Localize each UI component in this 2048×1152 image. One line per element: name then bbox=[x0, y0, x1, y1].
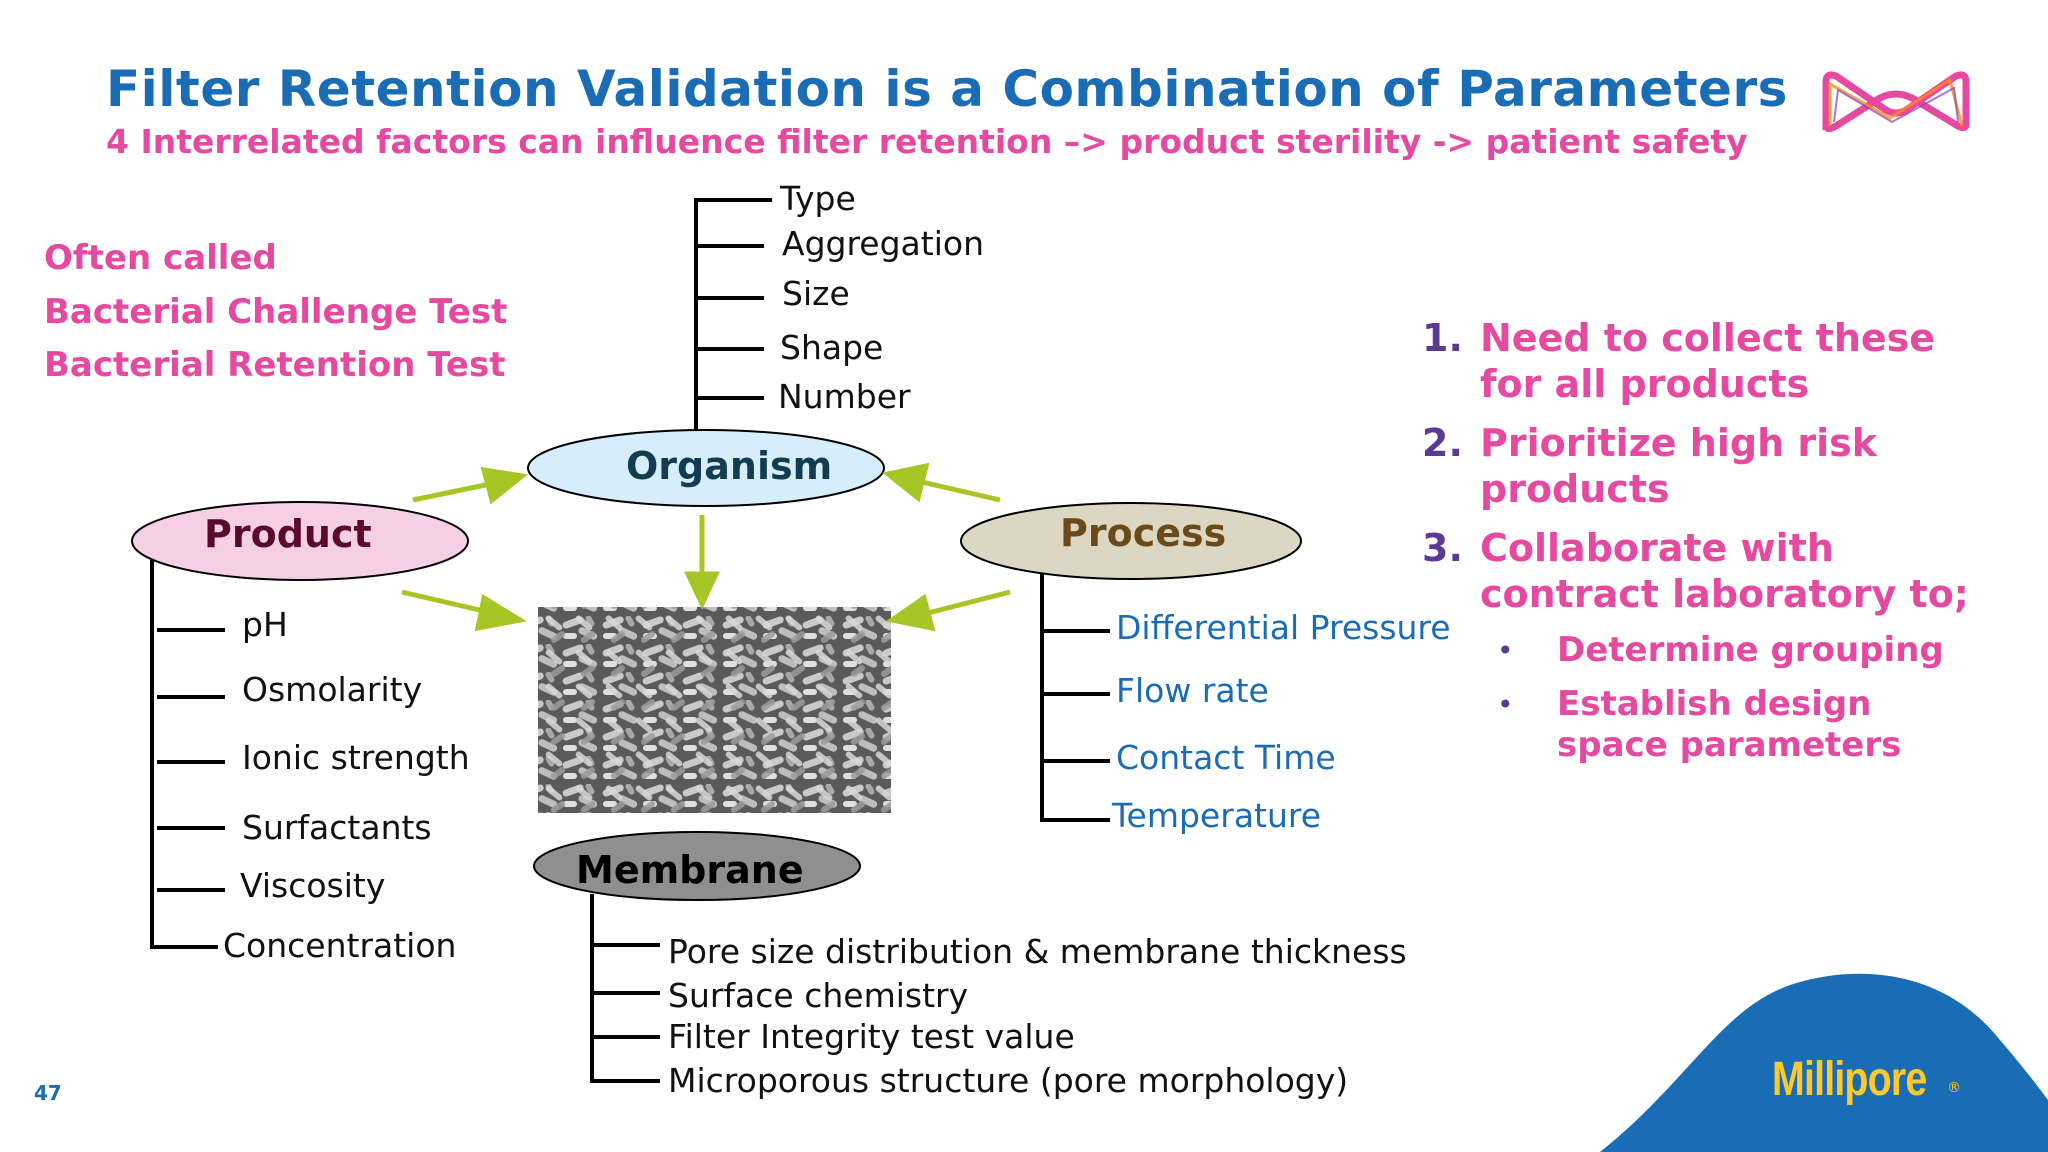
membrane-item: Microporous structure (pore morphology) bbox=[668, 1061, 1349, 1100]
list-item-text: contract laboratory to; bbox=[1480, 572, 1969, 616]
organism-item: Number bbox=[778, 377, 911, 416]
bullet-text: space parameters bbox=[1557, 725, 1902, 765]
process-item: Differential Pressure bbox=[1116, 608, 1451, 647]
organism-item: Aggregation bbox=[782, 224, 984, 263]
list-item-text: Prioritize high risk bbox=[1480, 421, 1878, 465]
process-ellipse bbox=[960, 502, 1302, 580]
product-item: Surfactants bbox=[242, 808, 432, 847]
bullet-marker: • bbox=[1497, 634, 1514, 667]
list-number: 3. bbox=[1422, 526, 1463, 570]
often-called-label: Often called bbox=[44, 238, 277, 278]
list-item-text: products bbox=[1480, 467, 1670, 511]
organism-item: Shape bbox=[780, 328, 884, 367]
bullet-text: Determine grouping bbox=[1557, 630, 1944, 670]
slide-title: Filter Retention Validation is a Combina… bbox=[106, 60, 1788, 118]
membrane-item: Pore size distribution & membrane thickn… bbox=[668, 932, 1407, 971]
product-label: Product bbox=[204, 512, 372, 556]
membrane-ellipse bbox=[533, 831, 861, 901]
product-item: Osmolarity bbox=[242, 670, 423, 709]
slide-subtitle: 4 Interrelated factors can influence fil… bbox=[106, 122, 1748, 161]
process-item: Contact Time bbox=[1116, 738, 1336, 777]
product-item: Concentration bbox=[223, 926, 457, 965]
brand-name: Millipore bbox=[1772, 1053, 1927, 1106]
organism-tree bbox=[694, 198, 772, 432]
process-item: Flow rate bbox=[1116, 671, 1269, 710]
brand-registered-mark: ® bbox=[1947, 1080, 1961, 1096]
list-item-text: Collaborate with bbox=[1480, 526, 1834, 570]
list-number: 2. bbox=[1422, 421, 1463, 465]
product-item: Viscosity bbox=[240, 866, 386, 905]
process-item: Temperature bbox=[1112, 796, 1322, 835]
organism-item: Size bbox=[782, 274, 850, 313]
alias-bacterial-challenge: Bacterial Challenge Test bbox=[44, 292, 508, 332]
list-number: 1. bbox=[1422, 316, 1463, 360]
alias-bacterial-retention: Bacterial Retention Test bbox=[44, 345, 506, 385]
membrane-label: Membrane bbox=[576, 848, 804, 892]
membrane-sem-image bbox=[538, 607, 891, 813]
brand-corner-shape bbox=[1600, 973, 2048, 1152]
bullet-marker: • bbox=[1497, 688, 1514, 721]
list-item-text: for all products bbox=[1480, 362, 1810, 406]
page-number: 47 bbox=[34, 1081, 62, 1105]
organism-ellipse bbox=[527, 429, 885, 507]
product-item: Ionic strength bbox=[242, 738, 470, 777]
product-tree bbox=[150, 560, 225, 949]
list-item-text: Need to collect these bbox=[1480, 316, 1936, 360]
process-tree bbox=[1040, 572, 1110, 822]
arrows bbox=[401, 462, 1011, 632]
membrane-tree bbox=[590, 894, 660, 1083]
organism-item: Type bbox=[780, 179, 856, 218]
organism-label: Organism bbox=[626, 444, 833, 488]
bullet-text: Establish design bbox=[1557, 684, 1872, 724]
process-label: Process bbox=[1060, 511, 1227, 555]
membrane-item: Filter Integrity test value bbox=[668, 1017, 1075, 1056]
product-ellipse bbox=[131, 501, 469, 581]
membrane-item: Surface chemistry bbox=[668, 976, 969, 1015]
product-item: pH bbox=[242, 605, 288, 644]
